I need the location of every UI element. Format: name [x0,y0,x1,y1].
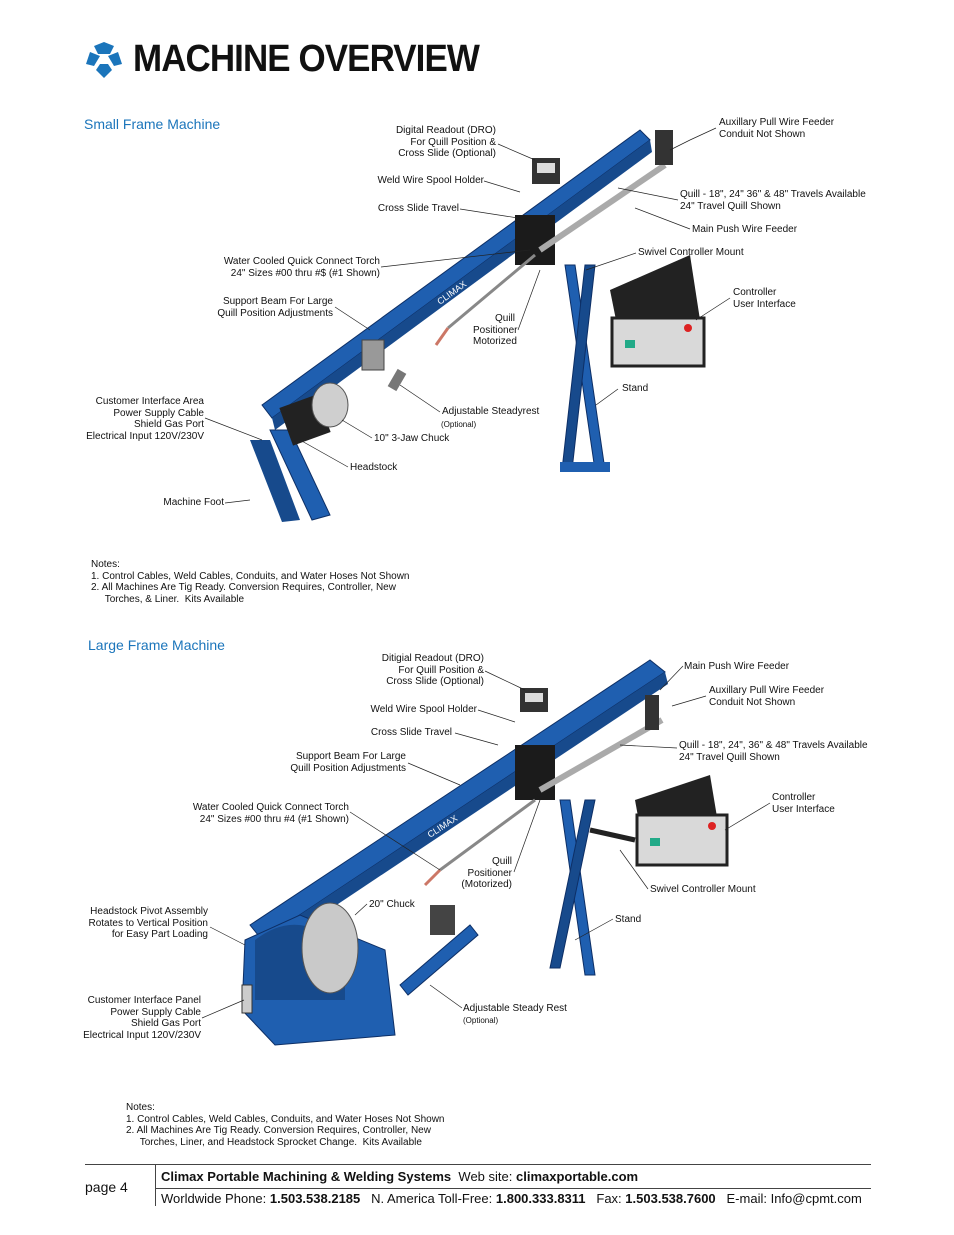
large-frame-heading: Large Frame Machine [88,637,225,653]
sf-chuck-label: 10" 3-Jaw Chuck [374,433,450,444]
website-label: Web site: [458,1169,513,1184]
fax-label: Fax: [596,1191,622,1206]
sf-steadyrest-label: Adjustable Steadyrest [442,406,540,417]
footer-contact-row: Worldwide Phone: 1.503.538.2185 N. Ameri… [161,1191,862,1206]
company-name: Climax Portable Machining & Welding Syst… [161,1169,452,1184]
footer-top-rule [85,1164,871,1165]
small-frame-heading: Small Frame Machine [84,116,221,132]
sf-stand-label: Stand [622,383,649,394]
lf-spool-holder-label: Weld Wire Spool Holder [370,704,477,715]
sf-foot-label: Machine Foot [163,497,224,508]
sf-main-feeder-label: Main Push Wire Feeder [692,224,798,235]
fax-number: 1.503.538.7600 [625,1191,716,1206]
page-number: page 4 [85,1179,128,1195]
email-link[interactable]: Info@cpmt.com [770,1191,862,1206]
footer-mid-rule [155,1188,871,1189]
email-label: E-mail: [726,1191,767,1206]
lf-steadyrest-label: Adjustable Steady Rest [463,1003,567,1014]
large-frame-machine-illustration: CLIMAX [241,659,729,1046]
climax-logo-icon [86,42,122,78]
lf-main-feeder-label: Main Push Wire Feeder [684,661,790,672]
website-link[interactable]: climaxportable.com [515,1169,639,1184]
sf-headstock-label: Headstock [350,462,398,473]
sf-quill-label: Quill - 18", 24" 36" & 48" Travels Avail… [680,189,866,212]
sf-dro-label: Digital Readout (DRO)For Quill Position … [395,125,496,159]
phone-number: 1.503.538.2185 [269,1191,361,1206]
lf-quill-label: Quill - 18", 24", 36" & 48" Travels Avai… [679,740,868,763]
page-title: MACHINE OVERVIEW [133,38,480,80]
footer-company-row: Climax Portable Machining & Welding Syst… [161,1169,638,1184]
lf-cross-slide-label: Cross Slide Travel [370,727,452,738]
lf-notes: Notes:1. Control Cables, Weld Cables, Co… [126,1102,445,1148]
phone-label: Worldwide Phone: [161,1191,267,1206]
lf-swivel-mount-label: Swivel Controller Mount [650,884,756,895]
sf-notes: Notes:1. Control Cables, Weld Cables, Co… [91,559,410,605]
sf-swivel-mount-label: Swivel Controller Mount [638,247,744,258]
tollfree-number: 1.800.333.8311 [495,1191,586,1206]
footer-divider [155,1164,156,1206]
lf-chuck-label: 20" Chuck [369,899,415,910]
sf-steadyrest-note: (Optional) [441,420,477,429]
tollfree-label: N. America Toll-Free: [371,1191,493,1206]
sf-cross-slide-label: Cross Slide Travel [377,203,459,214]
small-frame-machine-illustration: CLIMAX [250,129,706,522]
lf-dro-label: Ditigial Readout (DRO)For Quill Position… [381,653,484,687]
sf-spool-holder-label: Weld Wire Spool Holder [377,175,484,186]
lf-steadyrest-note: (Optional) [463,1016,499,1025]
lf-stand-label: Stand [615,914,642,925]
